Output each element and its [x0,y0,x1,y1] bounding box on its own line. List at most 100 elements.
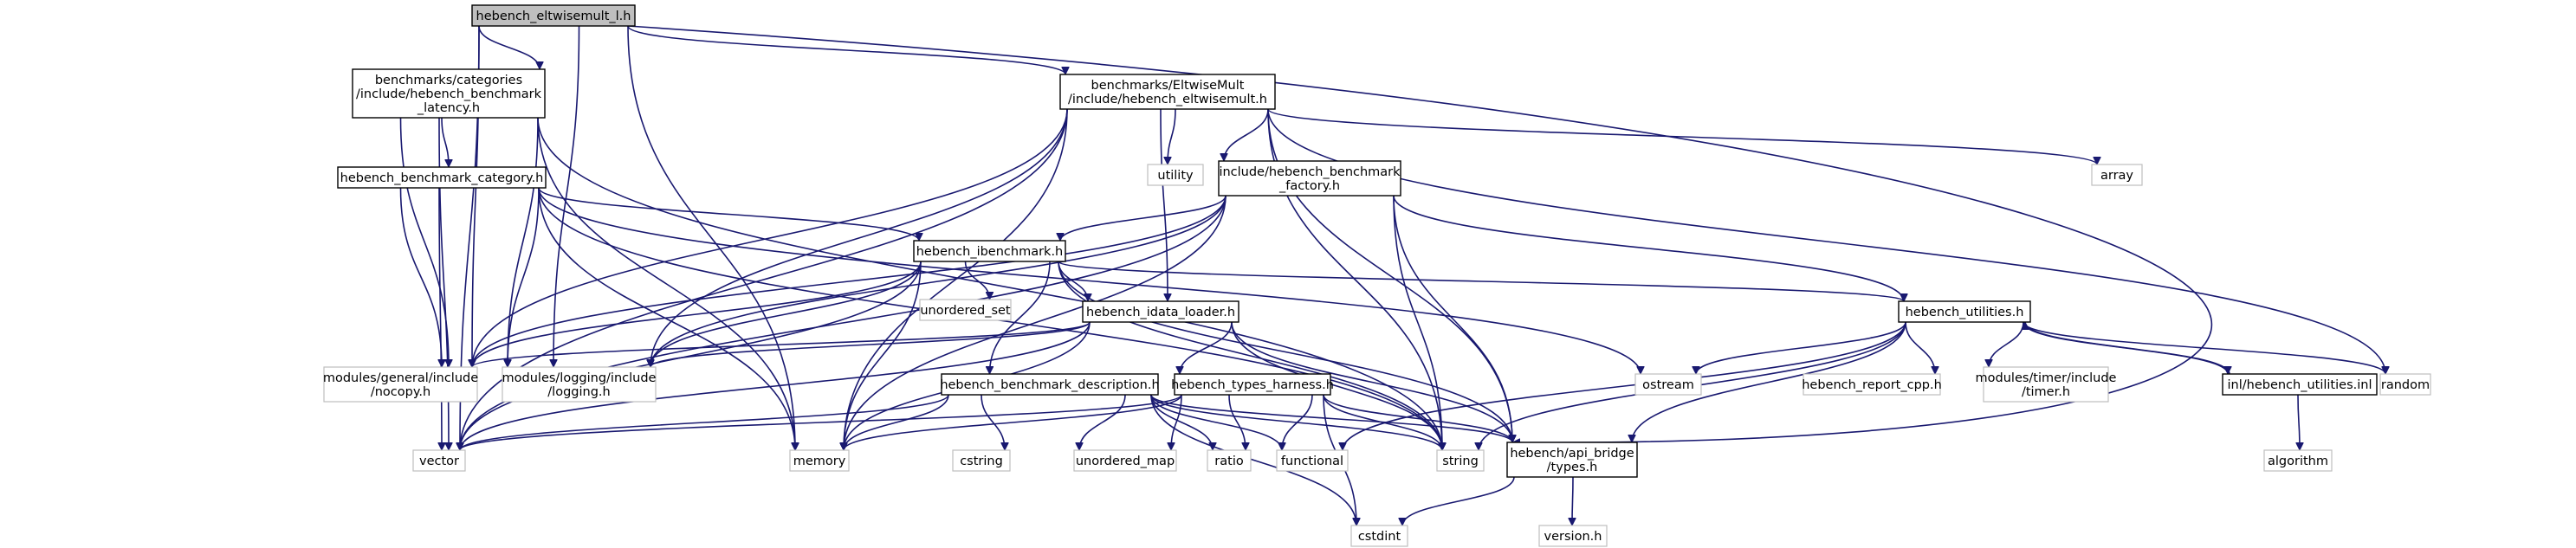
node-cstdint: cstdint [1350,525,1408,547]
edge-types_harness-to-memory [844,394,1182,451]
node-category[interactable]: hebench_benchmark_category.h [337,166,547,189]
node-algorithm: algorithm [2263,449,2333,472]
node-types-harness[interactable]: hebench_types_harness.h [1171,373,1334,396]
node-root-label: hebench_eltwisemult_l.h [476,10,631,23]
node-root-box[interactable] [471,4,636,27]
node-version-box [1538,525,1608,547]
node-utilities-box[interactable] [1898,300,2031,323]
edge-latency-to-logging [508,117,539,367]
node-eltwisemult[interactable]: benchmarks/EltwiseMult/include/hebench_e… [1059,74,1276,110]
edge-factory-to-logging [650,195,1227,367]
node-unordered-map-label: unordered_map [1076,455,1175,468]
node-version: version.h [1538,525,1608,547]
node-unordered-map-box [1073,449,1177,472]
edge-types_harness-to-string [1323,394,1442,451]
node-random-box [2379,373,2431,396]
node-api-types-label: hebench/api_bridge [1510,447,1634,461]
node-eltwisemult-label: /include/hebench_eltwisemult.h [1068,93,1267,106]
node-functional: functional [1276,449,1349,472]
node-description-box[interactable] [941,373,1159,396]
node-algorithm-label: algorithm [2268,455,2328,468]
node-memory-box [789,449,850,472]
dependency-edges [399,25,2386,526]
node-latency-label: benchmarks/categories [375,74,522,87]
edge-category-to-vector [439,187,442,450]
edge-eltwisemult-to-random [1267,108,2385,374]
node-description-label: hebench_benchmark_description.h [940,378,1159,392]
edge-description-to-vector [460,394,949,451]
node-string: string [1436,449,1485,472]
node-description[interactable]: hebench_benchmark_description.h [940,373,1160,396]
edge-utilities-to-api_types [1632,321,1906,442]
node-cstdint-box [1350,525,1408,547]
edge-factory-to-memory [844,195,1227,450]
edge-ibenchmark-to-nocopy [472,261,922,368]
node-cstdint-label: cstdint [1358,530,1401,544]
node-factory[interactable]: include/hebench_benchmark_factory.h [1218,160,1401,197]
node-api-types[interactable]: hebench/api_bridge/types.h [1506,442,1638,478]
edge-ibenchmark-to-string [1058,261,1442,450]
node-report-cpp: hebench_report_cpp.h [1802,373,1942,396]
node-eltwisemult-box[interactable] [1059,74,1276,110]
edge-eltwisemult-to-logging [650,108,1068,367]
edge-utilities-to-random [2023,321,2385,375]
node-types-harness-label: hebench_types_harness.h [1171,378,1334,392]
edge-factory-to-utilities [1393,195,1904,302]
edge-description-to-functional [1150,394,1282,451]
node-idata-loader[interactable]: hebench_idata_loader.h [1082,300,1239,323]
node-api-types-label: /types.h [1547,461,1598,474]
edge-latency-to-memory [537,117,795,450]
edge-utilities-to-timer [1989,321,2024,368]
node-functional-label: functional [1281,455,1343,468]
edge-ibenchmark-to-utilities [1058,261,1904,302]
node-root[interactable]: hebench_eltwisemult_l.h [471,4,636,27]
node-utilities[interactable]: hebench_utilities.h [1898,300,2031,323]
edge-types_harness-to-vector [460,394,1182,451]
node-utilities-inl[interactable]: inl/hebench_utilities.inl [2222,373,2378,396]
edge-description-to-cstring [981,394,1005,450]
node-utility-label: utility [1157,169,1194,183]
edge-utilities-to-functional [1343,321,1906,450]
node-ibenchmark[interactable]: hebench_ibenchmark.h [913,240,1066,262]
edge-eltwisemult-to-utility [1168,108,1176,164]
node-idata-loader-box[interactable] [1082,300,1239,323]
node-factory-box[interactable] [1218,160,1401,197]
node-report-cpp-box [1803,373,1941,396]
node-eltwisemult-label: benchmarks/EltwiseMult [1091,79,1245,93]
node-nocopy: modules/general/include/nocopy.h [323,366,478,403]
node-timer: modules/timer/include/timer.h [1976,366,2117,403]
edge-utilities_inl-to-algorithm [2298,394,2300,450]
node-types-harness-box[interactable] [1174,373,1331,396]
dependency-nodes: hebench_eltwisemult_l.h benchmarks/catego… [323,4,2431,547]
node-memory: memory [789,449,850,472]
edge-eltwisemult-to-factory [1224,108,1269,162]
node-ibenchmark-label: hebench_ibenchmark.h [916,245,1064,259]
edge-idata_loader-to-vector [460,321,1091,450]
node-utilities-inl-box[interactable] [2222,373,2378,396]
node-random: random [2379,373,2431,396]
node-latency-label: /include/hebench_benchmark [356,87,542,101]
node-cstring-label: cstring [960,455,1003,468]
edge-factory-to-ibenchmark [1060,195,1227,242]
node-ratio-label: ratio [1214,455,1244,468]
node-ibenchmark-box[interactable] [913,240,1066,262]
edge-types_harness-to-ratio [1228,394,1246,450]
edge-eltwisemult-to-memory [844,108,1068,450]
node-logging-label: modules/logging/include [502,371,657,385]
node-api-types-box[interactable] [1506,442,1638,478]
node-unordered-set-box [919,299,1012,321]
node-memory-label: memory [793,455,846,468]
node-latency-box[interactable] [352,68,546,119]
node-category-box[interactable] [337,166,547,189]
edge-eltwisemult-to-vector [460,108,1068,450]
edge-utilities_inl-to-utilities [2025,321,2230,375]
node-utilities-label: hebench_utilities.h [1906,306,2024,319]
edge-root-to-logging [553,25,580,367]
node-unordered-map: unordered_map [1073,449,1177,472]
node-report-cpp-label: hebench_report_cpp.h [1802,378,1942,392]
edge-latency-to-category [441,117,449,167]
edge-eltwisemult-to-nocopy [472,108,1068,367]
edge-eltwisemult-to-array [1267,108,2097,165]
node-latency[interactable]: benchmarks/categories/include/hebench_be… [352,68,546,119]
